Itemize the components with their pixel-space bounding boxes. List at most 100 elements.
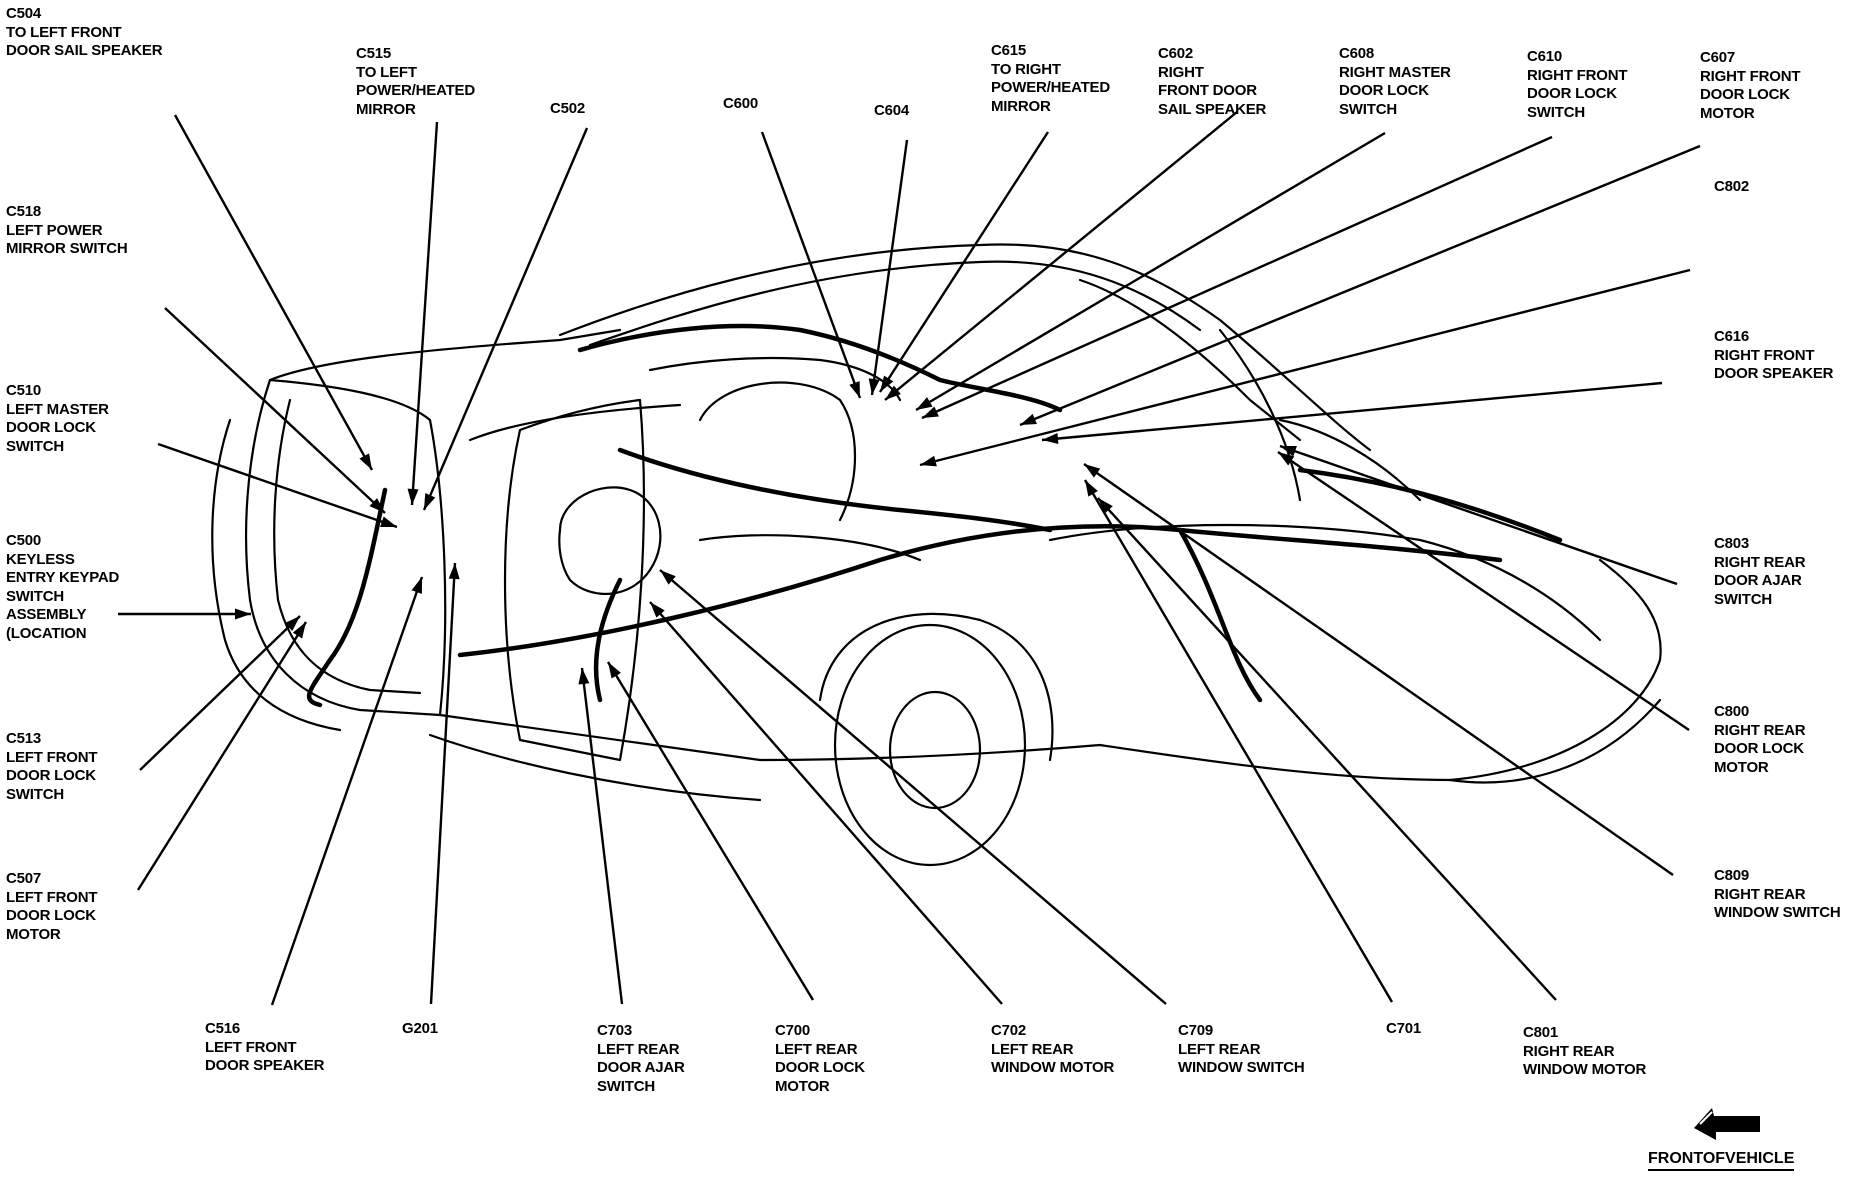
leader-line-c600	[760, 131, 862, 399]
leader-line-c608	[915, 131, 1386, 412]
arrowhead-c515	[407, 488, 419, 505]
leader-line-c701	[1083, 479, 1394, 1003]
leader-line-c703	[580, 667, 624, 1005]
leader-line-c700	[606, 661, 815, 1001]
arrowhead-c504	[359, 453, 372, 470]
steering-wheel	[558, 486, 662, 596]
label-c502: C502	[550, 100, 586, 117]
leader-line-c709	[659, 569, 1167, 1005]
arrowhead-c700	[608, 662, 621, 679]
arrowhead-c800	[1278, 452, 1295, 466]
harness-rear	[1177, 527, 1263, 703]
leader-line-c803	[1279, 444, 1678, 586]
rear-quarter	[1098, 558, 1662, 782]
arrowhead-g201	[448, 563, 460, 580]
leader-line-c507	[136, 621, 308, 891]
rear-bumper	[1448, 698, 1662, 784]
seat-back	[698, 381, 857, 522]
leader-line-c502	[422, 127, 589, 511]
arrowhead-c608	[916, 397, 933, 410]
label-c701: C701	[1386, 1020, 1422, 1037]
leader-line-c518	[164, 307, 386, 514]
left-front-door-inner	[273, 398, 422, 695]
arrowhead-c803	[1280, 446, 1297, 457]
leader-line-c809	[1083, 463, 1674, 876]
leader-line-c615	[878, 131, 1050, 393]
arrowhead-c607	[1020, 413, 1037, 425]
leader-line-c702	[649, 601, 1003, 1005]
harness-left-door	[307, 487, 388, 708]
leader-line-c802	[919, 268, 1691, 467]
front-direction-arrow-icon	[1694, 1108, 1760, 1140]
arrowhead-c801	[1098, 498, 1113, 514]
rear-wheel	[833, 623, 1027, 867]
arrowhead-c518	[369, 498, 385, 513]
leader-line-c513	[139, 615, 301, 771]
c-pillar	[1218, 328, 1302, 502]
quarter-window	[1278, 418, 1422, 502]
front-of-vehicle-label: FRONTOFVEHICLE	[1648, 1150, 1795, 1171]
roof-outline	[558, 243, 1372, 452]
label-c802: C802	[1714, 178, 1750, 195]
wheel-arch	[818, 612, 1054, 762]
arrowhead-c602	[885, 385, 901, 400]
arrowhead-c510	[380, 516, 397, 527]
arrowhead-c809	[1084, 464, 1101, 478]
roof-inner	[588, 260, 1202, 347]
leader-line-c800	[1277, 451, 1690, 731]
front-fender	[211, 418, 342, 732]
arrowhead-c604	[868, 378, 880, 395]
label-c604: C604	[874, 102, 910, 119]
arrowhead-c507	[292, 622, 306, 639]
harness-center	[617, 447, 1053, 533]
harness-roof	[577, 323, 1063, 413]
rocker	[428, 733, 762, 802]
arrowhead-c600	[849, 381, 860, 398]
arrowhead-c500	[235, 608, 251, 620]
arrowhead-c702	[650, 602, 665, 618]
rear-wheel-hub	[888, 690, 982, 810]
seat-lower	[698, 534, 922, 562]
leader-line-c516	[270, 576, 424, 1006]
arrowhead-c802	[920, 455, 937, 467]
rear-window	[1078, 278, 1302, 442]
leader-line-c616	[1041, 381, 1663, 442]
leader-line-c602	[884, 111, 1238, 401]
arrowhead-c502	[424, 493, 436, 510]
arrowhead-c701	[1085, 480, 1098, 497]
arrowhead-c610	[922, 406, 939, 418]
arrowhead-c703	[578, 668, 590, 685]
leader-line-c607	[1019, 144, 1701, 427]
arrowhead-c513	[284, 616, 300, 632]
leader-line-g201	[429, 562, 457, 1005]
leader-line-c504	[173, 114, 374, 471]
leader-line-c801	[1097, 497, 1557, 1001]
arrowhead-c616	[1042, 433, 1059, 445]
arrowhead-c516	[411, 577, 422, 594]
b-pillar	[648, 356, 902, 402]
arrowhead-c615	[880, 375, 894, 392]
harness-trunk	[1297, 467, 1563, 543]
left-front-door	[244, 378, 447, 717]
